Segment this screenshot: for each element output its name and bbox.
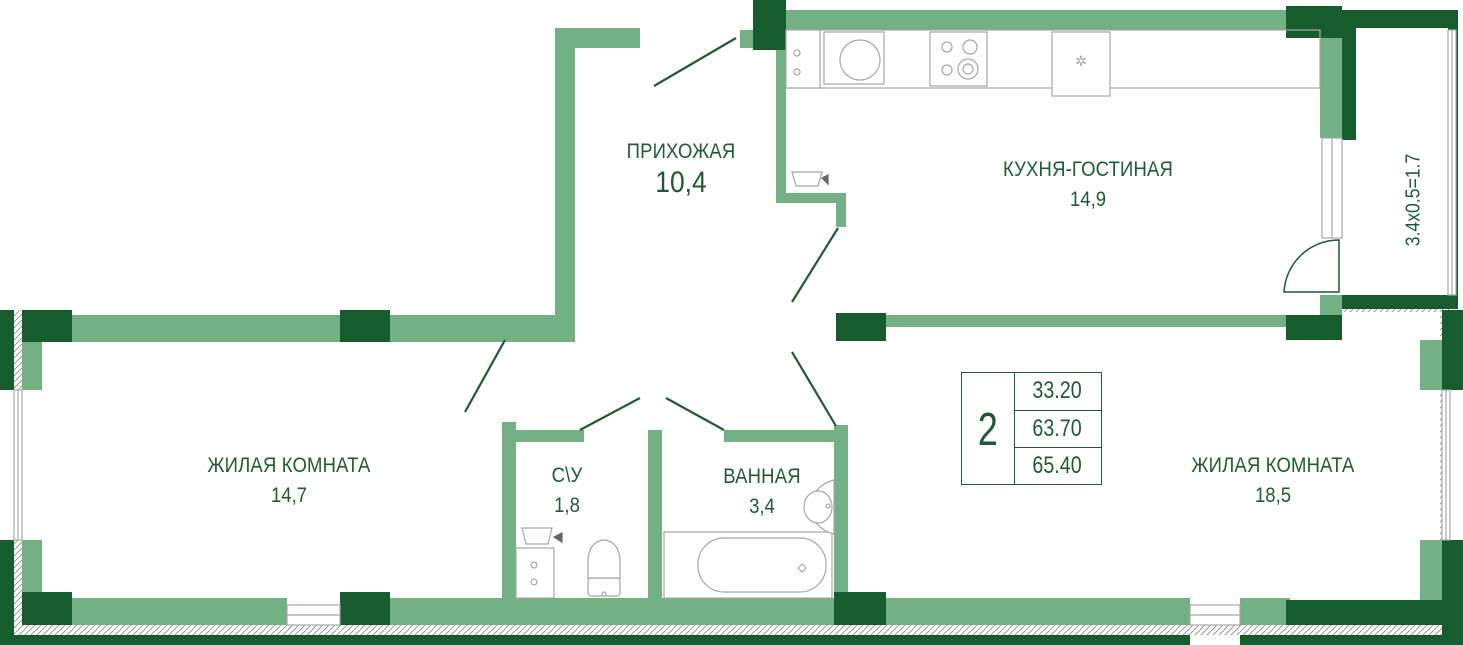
- room-area: 14,7: [271, 484, 307, 507]
- kitchen-fixtures: ✲: [785, 29, 1321, 187]
- room-name: ПРИХОЖАЯ: [626, 140, 736, 163]
- fridge-icon: [1051, 31, 1111, 97]
- room-hallway: ПРИХОЖАЯ 10,4: [619, 140, 743, 200]
- room-name: ЖИЛАЯ КОМНАТА: [207, 454, 371, 477]
- room-bathroom: ВАННАЯ 3,4: [718, 465, 806, 519]
- windows: [13, 29, 1457, 626]
- room-name: ВАННАЯ: [723, 465, 801, 488]
- room-area: 3,4: [749, 495, 775, 518]
- rooms-count-value: 2: [978, 402, 998, 455]
- door-swing-icon: [464, 37, 1340, 431]
- room-area: 14,9: [1070, 188, 1106, 211]
- room-area: 1,8: [554, 494, 580, 517]
- room-kitchen-living: КУХНЯ-ГОСТИНАЯ 14,9: [991, 158, 1184, 212]
- living-area-value: 33.20: [1032, 377, 1083, 405]
- balcony-label: 3.4x0.5=1.7: [1402, 153, 1425, 247]
- walls-light: [22, 10, 1442, 625]
- total-area-row: 63.70: [1014, 409, 1101, 447]
- bath-fixtures: [515, 479, 835, 599]
- bathtub-icon: [663, 531, 833, 599]
- water-heater-icon: [515, 547, 555, 599]
- area-summary-table: 2 33.20 63.70 65.40: [961, 372, 1102, 485]
- toilet-icon: [587, 539, 621, 597]
- room-living-left: ЖИЛАЯ КОМНАТА 14,7: [196, 454, 381, 508]
- room-name: КУХНЯ-ГОСТИНАЯ: [1002, 158, 1174, 181]
- room-area: 18,5: [1255, 484, 1291, 507]
- room-name: ЖИЛАЯ КОМНАТА: [1191, 454, 1355, 477]
- svg-text:✲: ✲: [1075, 54, 1087, 70]
- room-toilet: С\У 1,8: [550, 464, 585, 518]
- room-living-right: ЖИЛАЯ КОМНАТА 18,5: [1180, 454, 1365, 508]
- room-area: 10,4: [655, 166, 707, 199]
- total-area-value: 63.70: [1032, 414, 1083, 442]
- total-with-balcony-row: 65.40: [1014, 446, 1101, 484]
- total-with-balcony-value: 65.40: [1032, 451, 1083, 479]
- water-heater-icon: [785, 29, 821, 89]
- room-name: С\У: [551, 464, 583, 487]
- area-values: 33.20 63.70 65.40: [1014, 373, 1101, 484]
- living-area-row: 33.20: [1014, 373, 1101, 410]
- stove-icon: [929, 31, 988, 87]
- rooms-count: 2: [962, 373, 1015, 484]
- washbasin-icon: [803, 479, 835, 535]
